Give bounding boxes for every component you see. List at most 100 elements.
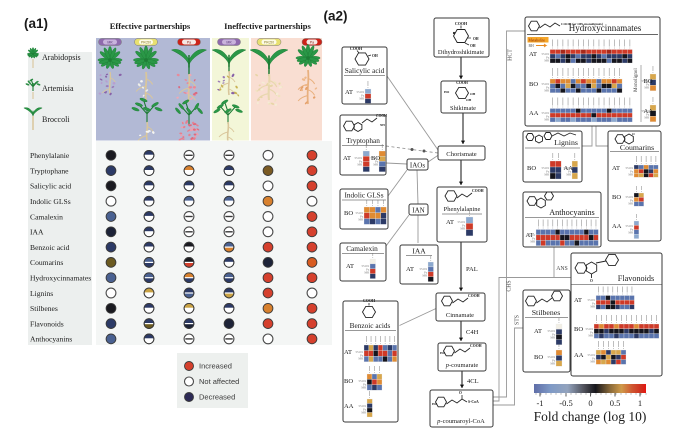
svg-text:1: 1 bbox=[638, 398, 642, 408]
svg-text:MR: MR bbox=[361, 386, 367, 390]
svg-text:AT: AT bbox=[446, 219, 454, 226]
svg-text:55101: 55101 bbox=[547, 329, 555, 333]
svg-text:Pa: Pa bbox=[360, 214, 364, 218]
svg-text:COOH: COOH bbox=[363, 298, 376, 303]
svg-text:55101: 55101 bbox=[541, 52, 549, 56]
svg-text:MR: MR bbox=[530, 240, 536, 244]
svg-text:55101: 55101 bbox=[355, 350, 363, 354]
svg-text:COOH: COOH bbox=[376, 114, 387, 118]
svg-text:MR: MR bbox=[628, 173, 634, 177]
svg-text:Stilbenes: Stilbenes bbox=[532, 308, 561, 317]
svg-text:Pa: Pa bbox=[646, 112, 650, 116]
svg-text:55101: 55101 bbox=[361, 264, 369, 268]
svg-text:CHS: CHS bbox=[507, 280, 513, 291]
svg-text:BO: BO bbox=[644, 78, 653, 85]
svg-text:IAN: IAN bbox=[412, 207, 424, 215]
svg-text:AT: AT bbox=[574, 297, 582, 304]
svg-text:55101: 55101 bbox=[625, 166, 633, 170]
svg-text:MR: MR bbox=[644, 116, 650, 120]
svg-text:Hydroxycinnamates: Hydroxycinnamates bbox=[30, 274, 91, 283]
svg-text:Pa: Pa bbox=[366, 267, 370, 271]
svg-text:Camalexin: Camalexin bbox=[346, 244, 378, 253]
svg-text:AT: AT bbox=[343, 155, 351, 162]
svg-text:55101: 55101 bbox=[370, 156, 378, 160]
svg-text:O: O bbox=[459, 391, 462, 395]
svg-text:Shikimate: Shikimate bbox=[450, 105, 476, 112]
svg-text:55101: 55101 bbox=[541, 166, 549, 170]
svg-text:Pa: Pa bbox=[187, 41, 191, 45]
svg-text:Anthocyanins: Anthocyanins bbox=[30, 335, 72, 344]
svg-text:55101: 55101 bbox=[457, 220, 465, 224]
svg-text:55101: 55101 bbox=[587, 353, 595, 357]
svg-text:MR: MR bbox=[358, 218, 364, 222]
svg-text:IAOs: IAOs bbox=[410, 162, 425, 170]
svg-text:BO: BO bbox=[574, 326, 583, 333]
svg-text:MR: MR bbox=[550, 362, 556, 366]
svg-text:COOH: COOH bbox=[472, 189, 484, 193]
svg-text:MR: MR bbox=[628, 231, 634, 235]
svg-text:55101: 55101 bbox=[355, 211, 363, 215]
svg-text:MR: MR bbox=[460, 227, 466, 231]
svg-text:MR: MR bbox=[357, 163, 363, 167]
svg-text:Pa: Pa bbox=[361, 93, 365, 97]
svg-text:Artemisia: Artemisia bbox=[42, 84, 74, 93]
svg-text:Pa: Pa bbox=[592, 356, 596, 360]
svg-text:O: O bbox=[632, 132, 635, 136]
svg-text:S-CoA: S-CoA bbox=[468, 400, 479, 404]
svg-text:Camalexin: Camalexin bbox=[30, 212, 63, 221]
svg-text:Indolic GLSs: Indolic GLSs bbox=[30, 197, 71, 206]
svg-text:Pa: Pa bbox=[630, 227, 634, 231]
svg-text:Pa: Pa bbox=[360, 353, 364, 357]
svg-text:Pa: Pa bbox=[310, 41, 314, 45]
svg-text:MR: MR bbox=[544, 118, 550, 122]
svg-text:MR: MR bbox=[544, 173, 550, 177]
svg-text:Not affected: Not affected bbox=[199, 377, 239, 386]
svg-text:Pa: Pa bbox=[552, 332, 556, 336]
svg-text:55101: 55101 bbox=[641, 79, 649, 83]
svg-text:55101: 55101 bbox=[625, 224, 633, 228]
svg-text:55101: 55101 bbox=[547, 355, 555, 359]
svg-text:55101: 55101 bbox=[641, 109, 649, 113]
svg-text:Pa: Pa bbox=[375, 159, 379, 163]
svg-text:COOH: COOH bbox=[455, 21, 468, 26]
svg-text:HO: HO bbox=[440, 351, 446, 355]
svg-text:BO: BO bbox=[529, 81, 538, 88]
svg-text:MR: MR bbox=[364, 271, 370, 275]
svg-text:55101: 55101 bbox=[541, 82, 549, 86]
svg-text:-1: -1 bbox=[536, 398, 543, 408]
svg-text:Pa: Pa bbox=[363, 382, 367, 386]
svg-text:PAL: PAL bbox=[466, 266, 478, 273]
svg-text:MR: MR bbox=[422, 274, 428, 278]
svg-text:ANS: ANS bbox=[556, 266, 568, 272]
svg-text:COOH (or OH, monolignols): COOH (or OH, monolignols) bbox=[561, 22, 603, 26]
svg-text:Benzoic acid: Benzoic acid bbox=[30, 243, 70, 252]
svg-text:PRc50: PRc50 bbox=[264, 41, 274, 45]
svg-text:BO: BO bbox=[612, 194, 621, 201]
svg-text:BO: BO bbox=[371, 155, 380, 162]
svg-text:AA: AA bbox=[574, 352, 584, 359]
svg-text:AA: AA bbox=[344, 403, 354, 410]
svg-text:Stilbenes: Stilbenes bbox=[30, 304, 58, 313]
svg-text:Pa: Pa bbox=[546, 114, 550, 118]
svg-text:MR: MR bbox=[550, 336, 556, 340]
svg-text:AA: AA bbox=[529, 110, 539, 117]
svg-text:Benzoic acids: Benzoic acids bbox=[350, 321, 391, 330]
svg-text:IAA: IAA bbox=[30, 228, 44, 237]
svg-text:55101: 55101 bbox=[541, 111, 549, 115]
svg-text:Pa: Pa bbox=[424, 270, 428, 274]
svg-text:Pa: Pa bbox=[359, 159, 363, 163]
svg-text:MR: MR bbox=[107, 41, 113, 45]
svg-text:MR: MR bbox=[544, 59, 550, 63]
svg-text:BO: BO bbox=[534, 354, 543, 361]
svg-text:55101: 55101 bbox=[587, 298, 595, 302]
svg-text:55101: 55101 bbox=[585, 327, 593, 331]
svg-text:Tryptophane: Tryptophane bbox=[30, 166, 69, 175]
svg-text:4CL: 4CL bbox=[467, 378, 479, 385]
svg-text:55101: 55101 bbox=[354, 156, 362, 160]
svg-text:AT: AT bbox=[534, 328, 542, 335]
svg-text:O: O bbox=[590, 279, 593, 283]
svg-text:Ineffective partnerships: Ineffective partnerships bbox=[224, 21, 311, 31]
svg-text:Dihydroshikimate: Dihydroshikimate bbox=[438, 49, 484, 56]
svg-text:Salicylic acid: Salicylic acid bbox=[345, 66, 385, 75]
svg-text:BO: BO bbox=[344, 378, 353, 385]
